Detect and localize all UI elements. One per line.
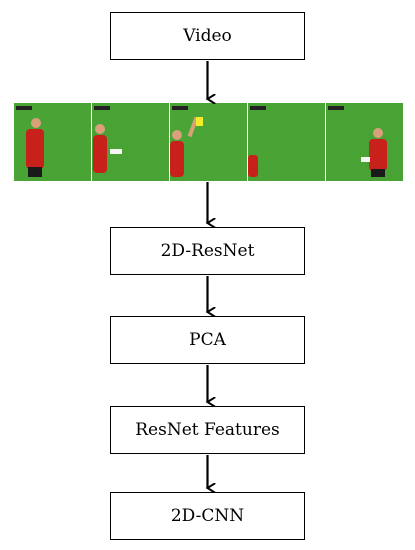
yellow-card	[196, 117, 203, 126]
video-frame-5	[326, 103, 403, 181]
node-2d-resnet: 2D-ResNet	[110, 227, 305, 275]
video-frame-1	[14, 103, 91, 181]
node-resnet-features-label: ResNet Features	[135, 420, 280, 440]
node-2d-cnn-label: 2D-CNN	[170, 506, 245, 526]
video-frame-2	[92, 103, 169, 181]
video-frame-4	[248, 103, 325, 181]
node-video-label: Video	[183, 26, 232, 46]
node-resnet-features: ResNet Features	[110, 406, 305, 454]
node-pca-label: PCA	[189, 330, 226, 350]
video-frames-strip	[14, 103, 403, 181]
node-pca: PCA	[110, 316, 305, 364]
video-frame-3	[170, 103, 247, 181]
node-video: Video	[110, 12, 305, 60]
node-2d-cnn: 2D-CNN	[110, 492, 305, 540]
node-2d-resnet-label: 2D-ResNet	[160, 241, 255, 261]
